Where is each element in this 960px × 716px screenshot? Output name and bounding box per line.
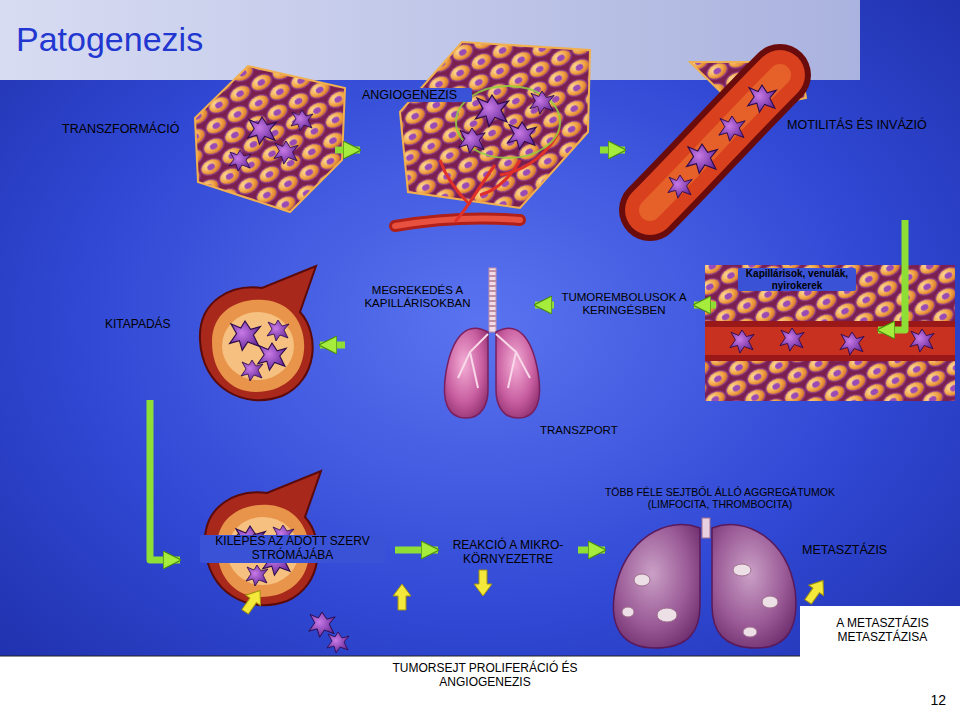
tumor-cells	[309, 612, 349, 653]
flow-arrow	[320, 342, 345, 349]
vessel-highlight	[650, 75, 780, 210]
tissue-layer	[705, 361, 955, 401]
label-holder: TRANSZPORT	[540, 424, 630, 437]
stage-panel: ANGIOGENEZIS	[360, 40, 600, 230]
footer-ground	[0, 656, 960, 716]
lung-lobe	[712, 525, 796, 648]
stage-panel: KILÉPÉS AZ ADOTT SZERV STRÓMÁJÁBA	[180, 440, 395, 650]
vessel-section	[200, 266, 316, 400]
trachea	[702, 518, 710, 538]
tumor-cells	[459, 91, 554, 153]
lung-lobe	[496, 328, 540, 418]
flow-arrow	[600, 147, 625, 154]
bronchi	[458, 334, 530, 388]
flow-arrow	[535, 302, 554, 309]
stage-panel: Kapillárisok, venulák, nyirokerek	[716, 262, 878, 402]
capillary-wall	[705, 321, 955, 361]
metastatic-nodules	[622, 564, 778, 637]
flow-arrow	[335, 147, 360, 154]
slide-title: Patogenezis	[16, 20, 203, 59]
lung-lobe	[613, 525, 700, 648]
stage-label: TRANSZFORMÁCIÓ	[62, 122, 187, 136]
slide-label: TRANSZPORT	[540, 424, 630, 437]
tumor-cells	[229, 110, 313, 171]
pointer-arrow	[238, 585, 268, 617]
stage-panel: MOTILITÁS ÉS INVÁZIÓ	[625, 60, 951, 220]
footer-ground	[800, 606, 960, 658]
slide-label: TUMORSEJT PROLIFERÁCIÓ ÉS ANGIOGENEZIS	[370, 662, 600, 690]
label-holder: 12	[916, 692, 946, 708]
tumor-cells	[668, 85, 776, 198]
vessel-wall	[650, 75, 780, 210]
flow-arrow	[578, 547, 605, 554]
footer-rule	[0, 656, 800, 657]
stage-panel: TRANSZFORMÁCIÓ	[55, 60, 335, 215]
slide-label: A METASZTÁZIS METASZTÁZISA	[815, 617, 950, 645]
slide-label: 12	[916, 692, 946, 708]
stage-label: KILÉPÉS AZ ADOTT SZERV STRÓMÁJÁBA	[200, 535, 385, 563]
flow-arrow	[878, 220, 905, 330]
flow-arrow	[150, 400, 180, 560]
stage-panel: MEGREKEDÉS A KAPILLÁRISOKBAN	[345, 262, 535, 420]
stage-panel: KITAPADÁS	[100, 262, 320, 400]
flow-arrow	[395, 547, 438, 554]
stage-label: KITAPADÁS	[105, 318, 195, 332]
stage-label: MEGREKEDÉS A KAPILLÁRISOKBAN	[355, 284, 480, 310]
pointer-arrow	[474, 570, 492, 596]
capillary-lumen	[705, 327, 955, 355]
stage-label: ANGIOGENEZIS	[362, 88, 472, 102]
stage-label: TUMOREMBOLUSOK A KERINGÉSBEN	[558, 291, 690, 317]
trachea-rings	[489, 270, 496, 330]
vessel-lumen	[650, 75, 780, 210]
title-holder: Patogenezis	[16, 20, 203, 59]
stage-label: Kapillárisok, venulák, nyirokerek	[738, 268, 856, 291]
slide-label: TÖBB FÉLE SEJTBŐL ÁLLÓ AGGREGÁTUMOK (LIM…	[595, 486, 845, 510]
stage-label-box: TUMOREMBOLUSOK A KERINGÉSBEN	[554, 288, 694, 321]
tissue-block	[195, 66, 345, 212]
trachea	[489, 268, 496, 332]
label-holder: TUMORSEJT PROLIFERÁCIÓ ÉS ANGIOGENEZIS	[370, 662, 600, 690]
stage-label: REAKCIÓ A MIKRO-KÖRNYEZETRE	[442, 539, 574, 567]
new-capillaries	[440, 130, 560, 222]
stage-label-box: REAKCIÓ A MIKRO-KÖRNYEZETRE	[438, 536, 578, 570]
tissue-block	[400, 42, 590, 208]
pointer-arrow	[393, 584, 411, 610]
label-holder: A METASZTÁZIS METASZTÁZISA	[815, 617, 950, 645]
pointer-arrow	[801, 575, 831, 607]
flow-arrow	[694, 302, 716, 309]
stage-label: METASZTÁZIS	[802, 543, 902, 557]
label-holder: TÖBB FÉLE SEJTBŐL ÁLLÓ AGGREGÁTUMOK (LIM…	[595, 486, 845, 510]
stage-label: MOTILITÁS ÉS INVÁZIÓ	[787, 118, 947, 132]
tissue-layer	[705, 265, 955, 321]
